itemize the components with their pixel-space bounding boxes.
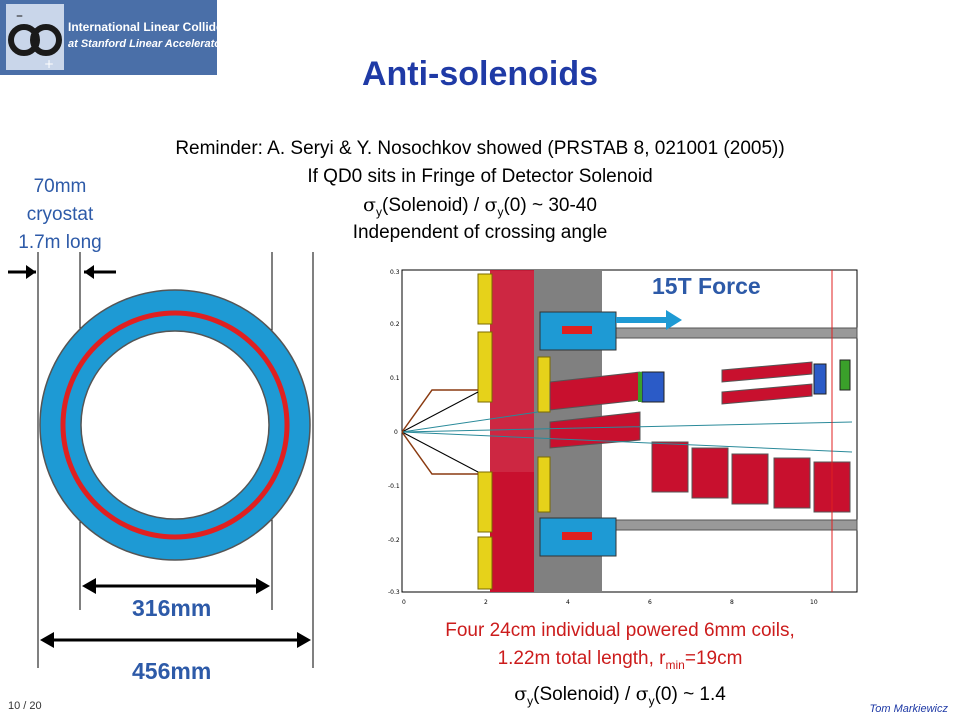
- yellow-block-3: [477, 471, 493, 533]
- ilc-logo-icon: – +: [6, 4, 64, 71]
- y-tick-label: 0.1: [390, 375, 400, 382]
- beam-line-4: [401, 421, 853, 433]
- force-arrow-head: [666, 310, 682, 330]
- reminder-line-2: If QD0 sits in Fringe of Detector Soleno…: [307, 166, 653, 187]
- outline-brown-1: [401, 389, 478, 433]
- anti-solenoid-coil-upper: [562, 326, 592, 334]
- outer-arrowhead-left: [40, 632, 54, 648]
- endcap-lower: [490, 472, 534, 592]
- slide-title: Anti-solenoids: [361, 55, 599, 93]
- beam-line-5: [401, 431, 853, 453]
- magnet-lower-2: [691, 447, 729, 499]
- reminder-line-3: σy(Solenoid) / σy(0) ~ 30-40: [0, 191, 960, 226]
- beam-line-1: [401, 391, 479, 433]
- blue-magnet-1: [641, 371, 665, 403]
- x-tick-label: 10: [810, 599, 818, 606]
- svg-text:+: +: [44, 57, 54, 70]
- green-magnet: [839, 359, 851, 391]
- reminder-line-3-end: (0) ~ 30-40: [503, 195, 597, 216]
- yellow-block-5: [537, 356, 551, 413]
- beam-line-2: [401, 431, 479, 473]
- ilc-logo: – + International Linear Collider at Sta…: [0, 0, 263, 75]
- sigma-symbol: σ: [484, 194, 498, 216]
- y-tick-label: -0.1: [388, 483, 400, 490]
- coil-note-line-2-b: =19cm: [684, 648, 743, 669]
- magnet-lower-4: [773, 457, 811, 509]
- inner-arrowhead-left: [82, 578, 96, 594]
- sigma-result-mid: (Solenoid) /: [533, 684, 636, 705]
- cryostat-note-line-2: cryostat: [26, 204, 94, 225]
- cryostat-arrowhead-left: [26, 265, 36, 279]
- coil-note-line-2: 1.22m total length, rmin=19cm: [380, 645, 860, 679]
- x-tick-label: 0: [402, 599, 406, 606]
- coil-note-subscript: min: [665, 657, 685, 672]
- coil-note: Four 24cm individual powered 6mm coils, …: [380, 617, 860, 679]
- magnet-sd0-b: [721, 383, 813, 405]
- yellow-block-4: [477, 536, 493, 590]
- cryostat-note: 70mm cryostat 1.7m long: [5, 173, 115, 257]
- outline-brown-2: [401, 431, 478, 475]
- cryostat-bore: [80, 330, 270, 520]
- coil-note-line-2-a: 1.22m total length, r: [497, 648, 666, 669]
- x-tick-label: 4: [566, 599, 570, 606]
- subscript-y: y: [648, 693, 655, 708]
- yellow-block-2: [477, 331, 493, 403]
- svg-text:–: –: [16, 8, 23, 24]
- magnet-lower-1: [651, 441, 689, 493]
- logo-line-1: International Linear Collider: [68, 20, 228, 34]
- sigma-symbol: σ: [635, 683, 649, 705]
- sigma-symbol: σ: [363, 194, 377, 216]
- blue-magnet-2: [813, 363, 827, 395]
- subscript-y: y: [376, 204, 383, 219]
- y-tick-label: -0.3: [388, 589, 400, 596]
- coil-note-line-1: Four 24cm individual powered 6mm coils,: [445, 620, 795, 641]
- inner-arrowhead-right: [256, 578, 270, 594]
- subscript-y: y: [497, 204, 504, 219]
- magnet-lower-3: [731, 453, 769, 505]
- force-label: 15T Force: [652, 273, 761, 299]
- inner-diameter-label: 316mm: [132, 595, 212, 621]
- outer-arrowhead-right: [297, 632, 311, 648]
- author: Tom Markiewicz: [869, 703, 948, 715]
- x-tick-label: 8: [730, 599, 734, 606]
- y-tick-label: -0.2: [388, 537, 400, 544]
- green-strip-1: [638, 372, 642, 402]
- coil-ring: [60, 310, 290, 540]
- x-tick-label: 2: [484, 599, 488, 606]
- y-tick-label: 0: [394, 429, 398, 436]
- page-number: 10 / 20: [8, 700, 42, 712]
- x-tick-label: 6: [648, 599, 652, 606]
- reminder-line-3-mid: (Solenoid) /: [382, 195, 485, 216]
- yellow-block-6: [537, 456, 551, 513]
- detector-geometry-plot: 0.3 0.2 0.1 0 -0.1 -0.2 -0.3 0 2 4 6 8 1…: [388, 269, 858, 606]
- magnet-sd0-a: [721, 361, 813, 383]
- cross-section-drawing: [8, 252, 314, 668]
- beam-line-3: [401, 411, 539, 433]
- yellow-block-1: [477, 273, 493, 325]
- logo-line-2: at Stanford Linear Accelerator Center: [68, 38, 264, 50]
- sigma-symbol: σ: [514, 683, 528, 705]
- beam-pipe-upper: [601, 327, 858, 339]
- anti-solenoid-coil-lower: [562, 532, 592, 540]
- y-tick-label: 0.2: [390, 321, 400, 328]
- magnet-qd0-lower: [549, 411, 641, 449]
- cryostat-note-line-3: 1.7m long: [18, 232, 102, 253]
- sigma-result-end: (0) ~ 1.4: [654, 684, 726, 705]
- reminder-line-1: Reminder: A. Seryi & Y. Nosochkov showed…: [175, 138, 785, 159]
- cryostat-note-line-1: 70mm: [33, 176, 87, 197]
- y-tick-label: 0.3: [390, 269, 400, 276]
- cryostat-arrowhead-right: [84, 265, 94, 279]
- sigma-result: σy(Solenoid) / σy(0) ~ 1.4: [380, 683, 860, 708]
- subscript-y: y: [527, 693, 534, 708]
- beam-pipe-lower: [601, 519, 858, 531]
- outer-diameter-label: 456mm: [132, 658, 212, 684]
- reminder-line-4: Independent of crossing angle: [352, 222, 608, 243]
